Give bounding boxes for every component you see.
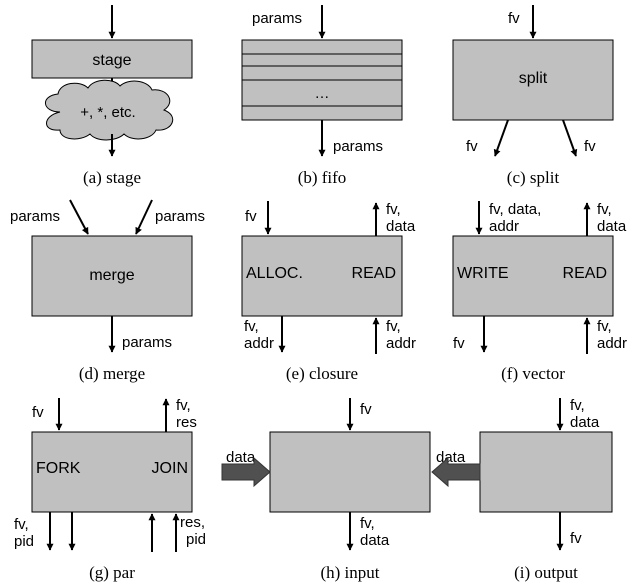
merge-box <box>31 235 193 317</box>
input-data-label: data <box>226 449 256 466</box>
closure-right-label: READ <box>352 265 396 282</box>
caption-merge: (d) merge <box>79 364 145 383</box>
caption-output: (i) output <box>514 563 578 582</box>
panel-closure: fv fv, data ALLOC. READ fv, addr fv, add… <box>241 201 416 354</box>
caption-closure: (e) closure <box>286 364 358 383</box>
closure-bot-in-label-1: fv, <box>386 318 401 335</box>
par-bot-in-label-1: res, <box>180 514 205 531</box>
par-top-out-label-1: fv, <box>176 397 191 414</box>
caption-input: (h) input <box>320 563 379 582</box>
vector-top-out-label-1: fv, <box>597 201 612 218</box>
caption-par: (g) par <box>89 563 135 582</box>
vector-top-out-label-2: data <box>597 218 627 235</box>
split-output-right-arrow <box>562 119 578 157</box>
par-right-label: JOIN <box>152 460 188 477</box>
par-bot-in-label-2: pid <box>186 531 206 548</box>
merge-output-label: params <box>122 334 172 351</box>
closure-top-out-label-2: data <box>386 218 416 235</box>
input-box <box>269 431 431 513</box>
caption-fifo: (b) fifo <box>298 168 347 187</box>
closure-bot-out-label-2: addr <box>244 335 274 352</box>
closure-left-label: ALLOC. <box>246 265 303 282</box>
input-bot-out-label-1: fv, <box>360 515 375 532</box>
output-top-in-label-1: fv, <box>570 397 585 414</box>
fifo-ellipsis: … <box>315 85 330 102</box>
merge-input-right-label: params <box>155 208 205 225</box>
panel-stage: stage +, *, etc. <box>31 5 193 157</box>
merge-title: merge <box>89 267 134 284</box>
caption-split: (c) split <box>507 168 560 187</box>
par-top-in-label: fv <box>32 404 44 421</box>
output-top-in-label-2: data <box>570 414 600 431</box>
split-output-left-label: fv <box>466 138 478 155</box>
par-bot-out-label-2: pid <box>14 533 34 550</box>
par-bot-out-label-1: fv, <box>14 516 29 533</box>
output-bot-out-label: fv <box>570 530 582 547</box>
par-top-out-label-2: res <box>176 414 197 431</box>
input-bot-out-label-2: data <box>360 532 390 549</box>
par-left-label: FORK <box>36 460 81 477</box>
split-output-right-label: fv <box>584 138 596 155</box>
panel-input: fv data fv, data <box>221 398 431 551</box>
vector-left-label: WRITE <box>457 265 509 282</box>
closure-bot-out-label-1: fv, <box>244 318 259 335</box>
closure-bot-in-label-2: addr <box>386 335 416 352</box>
caption-vector: (f) vector <box>501 364 565 383</box>
panel-fifo: params … params <box>241 5 403 157</box>
output-data-label: data <box>436 449 466 466</box>
vector-top-in-label-2: addr <box>489 218 519 235</box>
panel-vector: fv, data, addr fv, data WRITE READ fv fv… <box>452 201 627 354</box>
output-box <box>479 431 613 513</box>
vector-bot-in-label-2: addr <box>597 335 627 352</box>
input-top-in-label: fv <box>360 401 372 418</box>
vector-bot-out-label: fv <box>453 335 465 352</box>
split-input-label: fv <box>508 10 520 27</box>
panel-par: fv fv, res FORK JOIN fv, pid res, pid <box>14 397 206 552</box>
closure-top-in-label: fv <box>245 208 257 225</box>
caption-stage: (a) stage <box>83 168 141 187</box>
panel-merge: params params merge params <box>10 199 205 353</box>
merge-input-right-arrow <box>135 199 153 235</box>
split-output-left-arrow <box>493 119 509 157</box>
vector-bot-in-label-1: fv, <box>597 318 612 335</box>
split-title: split <box>519 70 548 87</box>
panel-output: fv, data data fv <box>431 397 613 551</box>
merge-input-left-label: params <box>10 208 60 225</box>
stage-ops-label: +, *, etc. <box>80 104 135 121</box>
output-data-arrow <box>431 456 481 488</box>
panel-split: fv split fv fv <box>452 5 614 157</box>
input-data-arrow <box>221 456 271 488</box>
par-box <box>31 431 193 513</box>
stage-ops-cloud <box>45 79 174 141</box>
closure-box <box>241 235 403 317</box>
fifo-input-label: params <box>252 10 302 27</box>
closure-top-out-label-1: fv, <box>386 201 401 218</box>
vector-right-label: READ <box>563 265 607 282</box>
vector-box <box>452 235 614 317</box>
split-box <box>452 39 614 121</box>
merge-input-left-arrow <box>69 199 89 235</box>
vector-top-in-label-1: fv, data, <box>489 201 541 218</box>
stage-title: stage <box>92 52 131 69</box>
fifo-output-label: params <box>333 138 383 155</box>
